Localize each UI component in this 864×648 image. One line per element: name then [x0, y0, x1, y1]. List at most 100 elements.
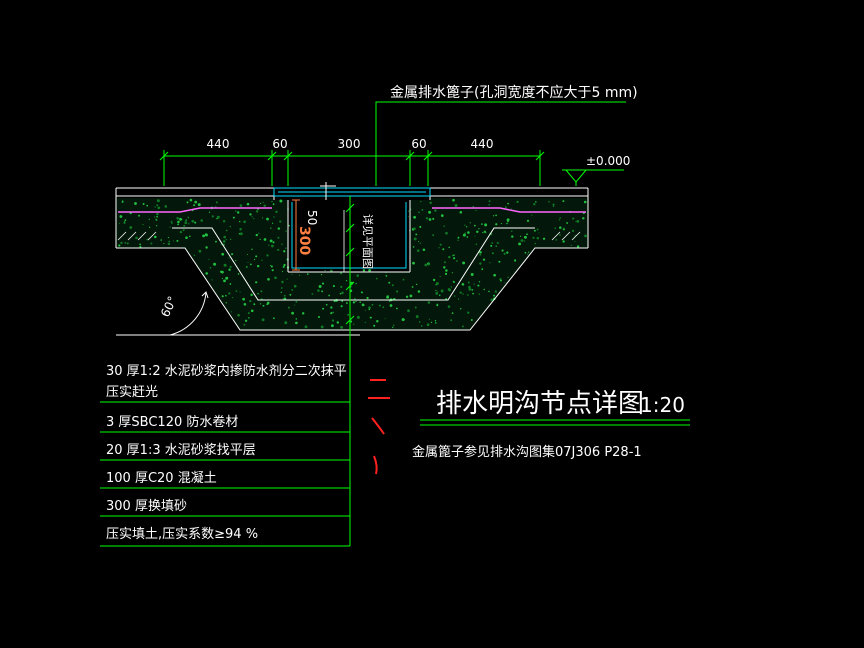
concrete-speckle: [457, 239, 459, 241]
concrete-speckle: [216, 215, 220, 219]
concrete-speckle: [266, 254, 269, 257]
grate-callout-leader: [375, 101, 626, 186]
inner-wall-note: 详见平面图: [361, 214, 375, 269]
concrete-speckle: [118, 223, 120, 225]
concrete-speckle: [369, 316, 372, 319]
concrete-speckle: [243, 302, 247, 306]
concrete-speckle: [576, 245, 580, 248]
concrete-speckle: [267, 277, 270, 281]
concrete-speckle: [438, 247, 440, 249]
concrete-speckle: [167, 242, 171, 246]
concrete-speckle: [179, 230, 183, 234]
concrete-speckle: [340, 325, 344, 329]
concrete-speckle: [325, 303, 328, 306]
concrete-speckle: [156, 199, 160, 203]
concrete-speckle: [279, 220, 282, 223]
concrete-speckle: [413, 215, 417, 219]
concrete-speckle: [223, 263, 227, 267]
concrete-speckle: [427, 301, 431, 304]
concrete-speckle: [129, 226, 133, 229]
concrete-speckle: [526, 233, 528, 236]
concrete-speckle: [447, 305, 451, 308]
concrete-speckle: [295, 321, 298, 325]
concrete-speckle: [440, 289, 444, 293]
concrete-speckle: [262, 217, 264, 219]
layer-6: 压实填土,压实系数≥94 %: [106, 527, 258, 542]
concrete-speckle: [281, 243, 283, 245]
concrete-speckle: [407, 210, 410, 212]
dim-label-300: 300: [338, 137, 361, 151]
concrete-speckle: [531, 214, 533, 216]
concrete-speckle: [291, 311, 294, 315]
concrete-speckle: [466, 236, 469, 238]
concrete-speckle: [386, 295, 389, 298]
concrete-speckle: [150, 242, 153, 245]
concrete-speckle: [523, 240, 526, 242]
concrete-speckle: [364, 309, 367, 311]
concrete-speckle: [189, 198, 193, 202]
concrete-speckle: [139, 243, 141, 246]
concrete-speckle: [283, 250, 286, 253]
concrete-speckle: [388, 281, 391, 284]
concrete-speckle: [362, 269, 366, 272]
concrete-speckle: [287, 306, 290, 309]
concrete-speckle: [481, 223, 483, 225]
concrete-speckle: [437, 290, 439, 292]
concrete-speckle: [202, 234, 206, 238]
drawing-scale: 1:20: [640, 393, 685, 417]
concrete-speckle: [435, 284, 437, 286]
concrete-speckle: [283, 297, 287, 301]
concrete-speckle: [245, 265, 248, 269]
concrete-speckle: [435, 322, 437, 324]
concrete-speckle: [378, 304, 381, 307]
concrete-speckle: [281, 280, 284, 284]
layer-1-line-b: 压实赶光: [106, 385, 158, 400]
concrete-speckle: [291, 288, 294, 291]
concrete-speckle: [188, 235, 191, 238]
concrete-speckle: [468, 285, 471, 289]
concrete-speckle: [368, 308, 371, 311]
concrete-speckle: [259, 202, 262, 205]
layer-table-lines: [100, 401, 350, 547]
concrete-speckle: [501, 249, 504, 252]
concrete-speckle: [271, 201, 273, 203]
concrete-speckle: [360, 291, 363, 294]
concrete-speckle: [271, 244, 274, 248]
concrete-speckle: [444, 272, 448, 275]
concrete-speckle: [562, 240, 565, 243]
concrete-speckle: [493, 273, 496, 277]
concrete-speckle: [230, 311, 233, 313]
concrete-speckle: [453, 254, 455, 256]
concrete-speckle: [281, 270, 284, 273]
concrete-speckle: [420, 325, 423, 327]
concrete-speckle: [413, 227, 416, 230]
concrete-speckle: [237, 273, 240, 275]
concrete-speckle: [366, 296, 369, 300]
concrete-speckle: [229, 225, 232, 228]
concrete-speckle: [283, 294, 286, 297]
concrete-speckle: [228, 268, 231, 271]
concrete-speckle: [160, 239, 162, 241]
concrete-speckle: [259, 303, 262, 305]
dim-label-60-right: 60: [411, 137, 426, 151]
concrete-speckle: [225, 294, 227, 297]
concrete-speckle: [164, 205, 168, 208]
concrete-speckle: [511, 235, 514, 238]
concrete-speckle: [270, 264, 272, 266]
concrete-speckle: [228, 257, 230, 259]
concrete-speckle: [415, 283, 418, 286]
concrete-speckle: [407, 309, 410, 313]
concrete-speckle: [503, 252, 506, 255]
concrete-speckle: [483, 230, 486, 233]
concrete-speckle: [445, 269, 448, 272]
concrete-speckle: [266, 217, 269, 221]
concrete-speckle: [148, 226, 151, 228]
concrete-speckle: [197, 203, 201, 207]
concrete-speckle: [208, 211, 211, 213]
concrete-speckle: [225, 276, 229, 280]
concrete-speckle: [185, 236, 188, 239]
concrete-speckle: [413, 237, 417, 241]
concrete-speckle: [464, 232, 466, 234]
concrete-speckle: [253, 217, 255, 220]
concrete-speckle: [186, 201, 189, 204]
